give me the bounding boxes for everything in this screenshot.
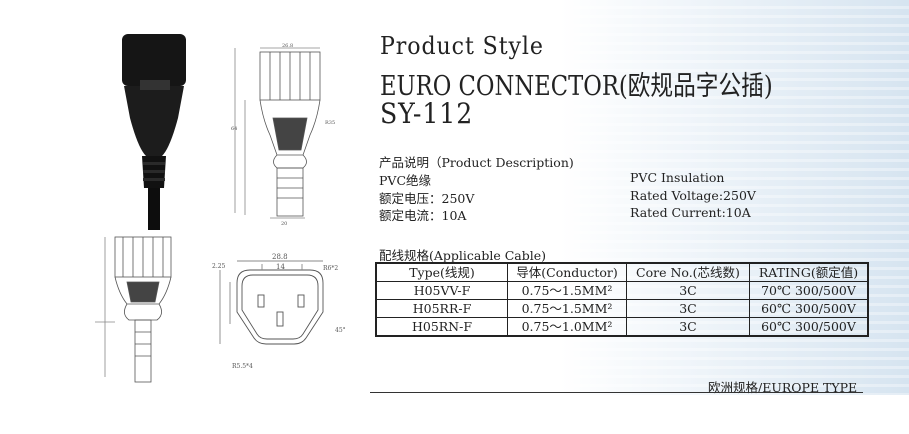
- description-cn-insulation: PVC绝缘: [379, 173, 432, 188]
- bottom-view-drawing: [95, 236, 172, 383]
- cell-type: H05RN-F: [375, 317, 508, 337]
- column-header: Type(线规): [375, 262, 508, 282]
- title-product-style: Product Style: [380, 32, 544, 60]
- svg-text:45°: 45°: [335, 327, 346, 334]
- description-cn-voltage: 额定电压：250V: [379, 191, 475, 206]
- table-row: H05RR-F 0.75～1.5MM² 3C 60℃ 300/500V: [375, 299, 869, 318]
- svg-text:28.8: 28.8: [272, 253, 288, 261]
- column-header: 导体(Conductor): [507, 262, 627, 282]
- cable-table: Type(线规) 导体(Conductor) Core No.(芯线数) RAT…: [375, 262, 869, 337]
- svg-text:2.25: 2.25: [212, 263, 226, 270]
- cell-conductor: 0.75～1.5MM²: [507, 281, 627, 300]
- svg-text:64: 64: [231, 126, 237, 132]
- product-photo: [122, 34, 186, 230]
- cell-rating: 70℃ 300/500V: [749, 281, 869, 300]
- svg-text:26.8: 26.8: [282, 43, 293, 49]
- cable-heading: 配线规格(Applicable Cable): [379, 248, 547, 263]
- cell-type: H05VV-F: [375, 281, 508, 300]
- description-en-current: Rated Current:10A: [630, 205, 751, 220]
- table-row: H05VV-F 0.75～1.5MM² 3C 70℃ 300/500V: [375, 281, 869, 300]
- svg-text:14: 14: [276, 263, 285, 271]
- footer-divider: [370, 392, 863, 393]
- column-header: RATING(额定值): [749, 262, 869, 282]
- svg-text:R35: R35: [325, 120, 335, 126]
- cell-conductor: 0.75～1.5MM²: [507, 299, 627, 318]
- svg-text:20: 20: [281, 221, 287, 227]
- description-en-voltage: Rated Voltage:250V: [630, 188, 756, 203]
- table-row: H05RN-F 0.75～1.0MM² 3C 60℃ 300/500V: [375, 317, 869, 337]
- cell-core: 3C: [626, 299, 750, 318]
- title-model-number: SY-112: [380, 97, 474, 130]
- footer-europe-type: 欧洲规格/EUROPE TYPE: [708, 380, 858, 395]
- cell-rating: 60℃ 300/500V: [749, 299, 869, 318]
- cell-rating: 60℃ 300/500V: [749, 317, 869, 337]
- description-cn-current: 额定电流：10A: [379, 208, 467, 223]
- description-heading: 产品说明（Product Description): [379, 155, 574, 170]
- cell-core: 3C: [626, 317, 750, 337]
- side-view-drawing: 26.8 64 R35 20: [231, 43, 335, 227]
- cell-conductor: 0.75～1.0MM²: [507, 317, 627, 337]
- svg-text:R6*2: R6*2: [323, 265, 338, 272]
- column-header: Core No.(芯线数): [626, 262, 750, 282]
- svg-text:R5.5*4: R5.5*4: [232, 363, 253, 370]
- cell-type: H05RR-F: [375, 299, 508, 318]
- description-en-insulation: PVC Insulation: [630, 170, 725, 185]
- table-header-row: Type(线规) 导体(Conductor) Core No.(芯线数) RAT…: [375, 262, 869, 282]
- cell-core: 3C: [626, 281, 750, 300]
- title-connector-name: EURO CONNECTOR(欧规品字公插): [380, 71, 773, 102]
- front-view-drawing: 28.8 14 2.25 R6*2 R5.5*4 45°: [212, 253, 346, 370]
